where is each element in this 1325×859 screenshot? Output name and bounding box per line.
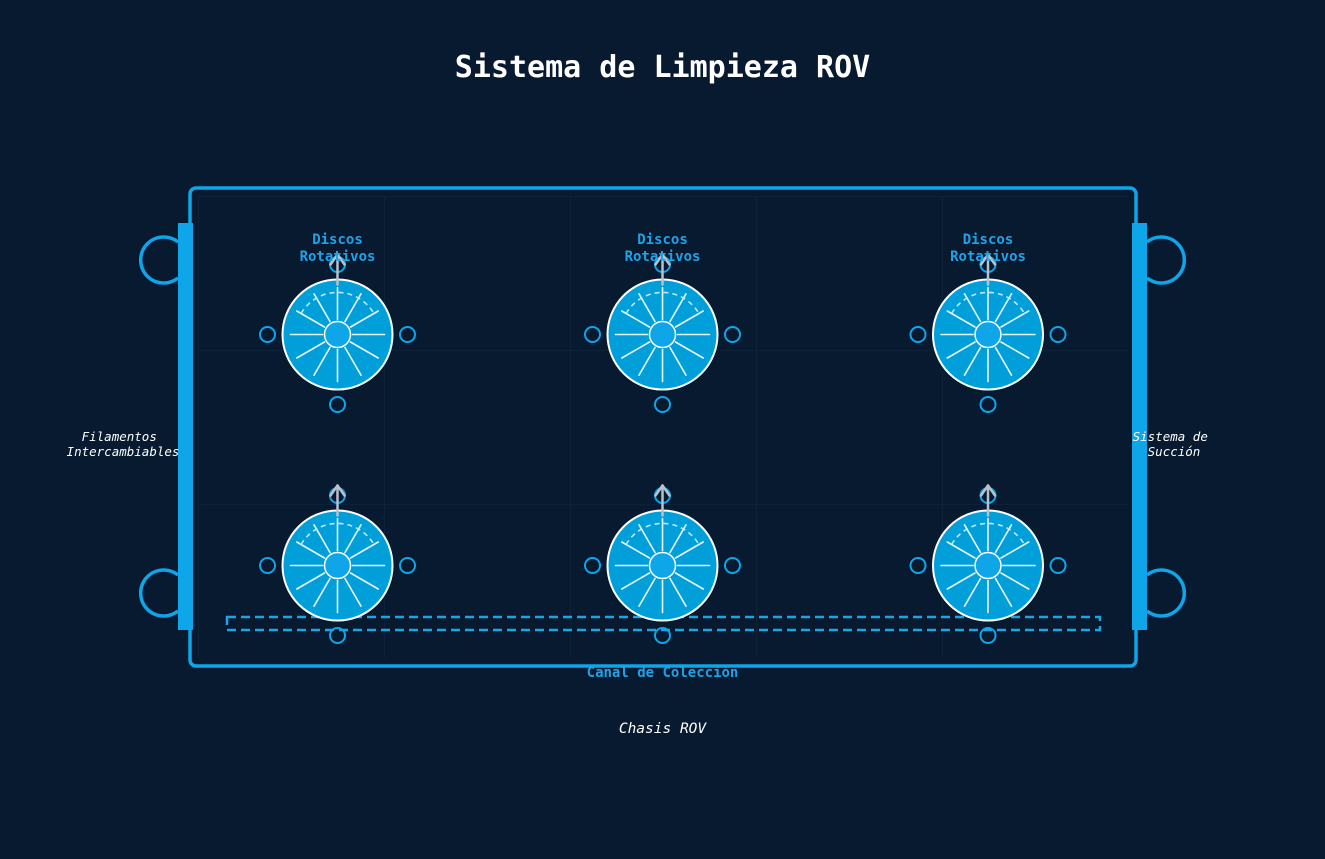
- flow-arrow-icon: [654, 484, 671, 517]
- mount-point-icon: [909, 326, 927, 343]
- mount-point-icon: [259, 326, 276, 343]
- rotating-disc: [259, 484, 416, 644]
- disc-hub: [974, 320, 1002, 349]
- mount-point-icon: [584, 557, 601, 574]
- rotating-disc: [584, 253, 741, 413]
- bristle-spokes-icon: [289, 286, 386, 383]
- mount-point-icon: [909, 557, 927, 574]
- flow-arrow-icon: [979, 484, 997, 517]
- rotating-disc: [909, 253, 1067, 413]
- mount-point-icon: [979, 396, 997, 413]
- rotating-disc: [259, 253, 416, 413]
- rotation-arc-icon: [950, 522, 1026, 545]
- mount-point-icon: [399, 326, 416, 343]
- mount-point-icon: [584, 326, 601, 343]
- mount-point-icon: [1049, 326, 1067, 343]
- rotating-disc: [584, 484, 741, 644]
- mount-point-icon: [259, 557, 276, 574]
- left-hook-bottom-icon: [138, 568, 180, 618]
- disc-hub: [648, 551, 677, 580]
- mount-point-icon: [399, 557, 416, 574]
- left-side-rail: [138, 223, 193, 630]
- disc-hub: [323, 551, 352, 580]
- bristle-spokes-icon: [940, 517, 1036, 614]
- rotation-arc-icon: [625, 291, 700, 314]
- mount-point-icon: [654, 396, 671, 413]
- rotation-arc-icon: [300, 291, 375, 314]
- mount-point-icon: [329, 396, 346, 413]
- disc-hub: [323, 320, 352, 349]
- rotation-arc-icon: [950, 291, 1026, 314]
- mount-point-icon: [724, 557, 741, 574]
- mount-point-icon: [979, 627, 997, 644]
- right-hook-bottom-icon: [1145, 568, 1187, 618]
- flow-arrow-icon: [329, 484, 346, 517]
- flow-arrow-icon: [329, 253, 346, 286]
- rotation-arc-icon: [625, 522, 700, 545]
- right-hook-top-icon: [1145, 235, 1187, 285]
- disc-hub: [648, 320, 677, 349]
- flow-arrow-icon: [654, 253, 671, 286]
- mount-point-icon: [724, 326, 741, 343]
- mount-point-icon: [329, 627, 346, 644]
- bristle-spokes-icon: [614, 517, 711, 614]
- right-side-label: Sistema de Succión: [1133, 429, 1216, 459]
- chassis-label: Chasis ROV: [619, 721, 708, 737]
- collection-channel-label: Canal de Colección: [587, 665, 739, 681]
- mount-point-icon: [1049, 557, 1067, 574]
- rotation-arc-icon: [300, 522, 375, 545]
- rotating-disc: [909, 484, 1067, 644]
- left-hook-top-icon: [138, 235, 180, 285]
- flow-arrow-icon: [979, 253, 997, 286]
- diagram-title: Sistema de Limpieza ROV: [455, 50, 870, 85]
- disc-hub: [974, 551, 1002, 580]
- left-side-label: Filamentos Intercambiables: [67, 429, 180, 459]
- right-side-rail: [1132, 223, 1187, 630]
- bristle-spokes-icon: [614, 286, 711, 383]
- mount-point-icon: [654, 627, 671, 644]
